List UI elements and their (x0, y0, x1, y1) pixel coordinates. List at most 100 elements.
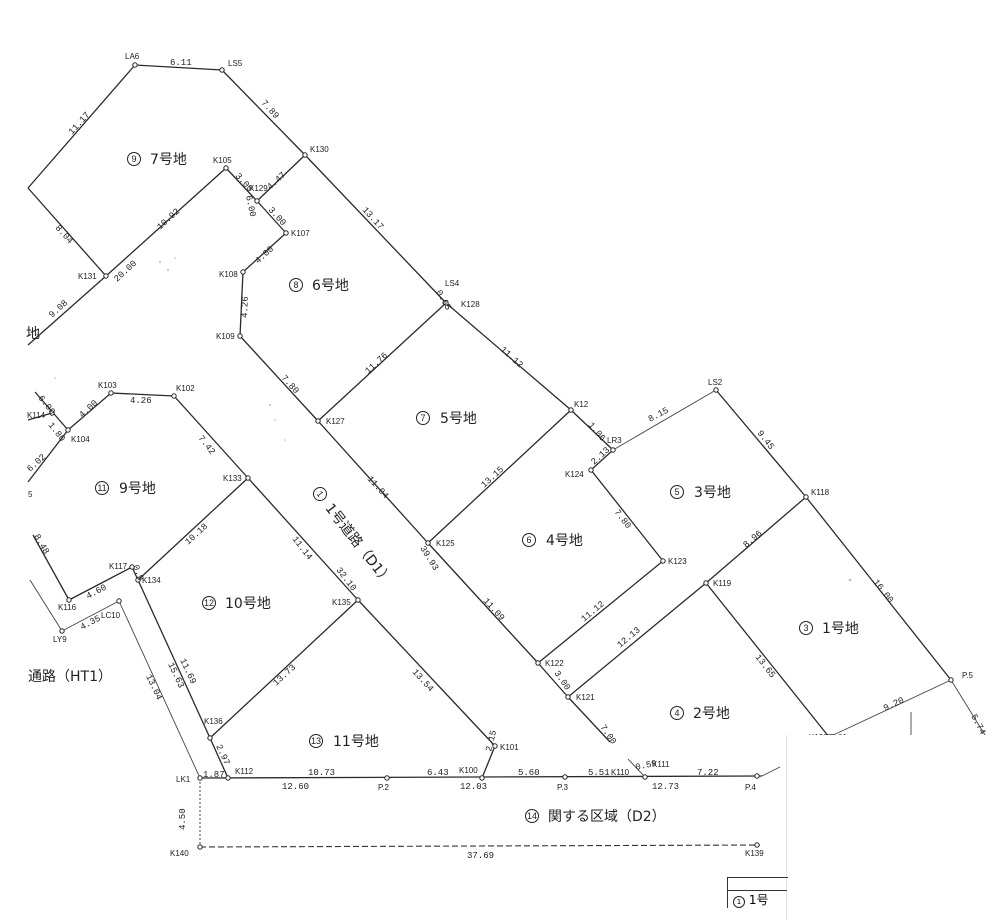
legend-row: 1 1号 (727, 890, 787, 908)
svg-text:11.76: 11.76 (363, 351, 390, 377)
svg-text:4.26: 4.26 (240, 296, 251, 318)
svg-text:4.26: 4.26 (130, 396, 152, 406)
svg-text:4: 4 (674, 708, 679, 718)
svg-text:10号地: 10号地 (225, 596, 271, 612)
svg-text:7.00: 7.00 (598, 723, 619, 746)
svg-text:LA6: LA6 (125, 52, 140, 61)
svg-text:4.00: 4.00 (77, 398, 100, 420)
svg-text:9: 9 (131, 154, 136, 164)
svg-text:2.13: 2.13 (589, 445, 612, 467)
svg-text:10.73: 10.73 (308, 768, 335, 778)
svg-text:12.73: 12.73 (652, 782, 679, 792)
svg-text:4.00: 4.00 (253, 244, 276, 266)
svg-text:K135: K135 (332, 598, 351, 607)
lot-4: 6 4号地 (522, 533, 583, 549)
svg-text:13.73: 13.73 (271, 663, 298, 689)
svg-text:2.97: 2.97 (213, 743, 231, 767)
svg-text:K119: K119 (713, 579, 732, 588)
svg-text:2.15: 2.15 (484, 729, 499, 752)
svg-text:K140: K140 (170, 849, 189, 858)
svg-text:11.09: 11.09 (481, 596, 507, 623)
svg-text:K131: K131 (78, 272, 97, 281)
svg-text:P.5: P.5 (962, 671, 974, 680)
svg-text:K118: K118 (811, 488, 830, 497)
svg-text:37.69: 37.69 (467, 851, 494, 861)
svg-text:13.04: 13.04 (143, 673, 163, 702)
svg-text:6.11: 6.11 (170, 58, 192, 68)
svg-text:P.3: P.3 (557, 783, 569, 792)
svg-text:13.54: 13.54 (410, 667, 436, 694)
svg-text:4.35: 4.35 (79, 614, 103, 633)
partial-text-left: 5 (28, 490, 33, 499)
svg-text:0.59: 0.59 (635, 759, 658, 773)
svg-text:K129: K129 (249, 184, 268, 193)
svg-text:1.06: 1.06 (586, 421, 608, 444)
svg-text:K130: K130 (310, 145, 329, 154)
svg-text:11.12: 11.12 (498, 345, 525, 371)
svg-text:LC10: LC10 (101, 611, 121, 620)
svg-text:K136: K136 (204, 717, 223, 726)
svg-text:K103: K103 (98, 381, 117, 390)
svg-text:関する区域（D2）: 関する区域（D2） (548, 809, 666, 825)
svg-text:11.04: 11.04 (365, 474, 391, 501)
svg-text:11.12: 11.12 (580, 599, 607, 624)
legend-num: 1 (733, 896, 745, 908)
svg-text:1号道路（D1）: 1号道路（D1） (322, 501, 395, 589)
svg-text:K122: K122 (545, 659, 564, 668)
svg-text:8.96: 8.96 (742, 529, 765, 551)
svg-text:K114: K114 (27, 411, 46, 420)
svg-text:K109: K109 (216, 332, 235, 341)
svg-text:LS5: LS5 (228, 59, 243, 68)
svg-text:6: 6 (526, 535, 531, 545)
svg-text:LR3: LR3 (607, 436, 622, 445)
svg-text:5: 5 (674, 487, 679, 497)
scan-noise (54, 257, 852, 582)
svg-text:4.60: 4.60 (85, 583, 109, 602)
svg-text:11.17: 11.17 (67, 110, 93, 137)
svg-text:4号地: 4号地 (546, 533, 583, 549)
svg-text:K116: K116 (58, 603, 77, 612)
svg-text:7: 7 (420, 413, 425, 423)
svg-text:8.48: 8.48 (31, 533, 50, 557)
svg-text:K107: K107 (291, 229, 310, 238)
area-d2: 14 関する区域（D2） (525, 809, 666, 825)
svg-text:7号地: 7号地 (150, 152, 187, 168)
svg-text:13.17: 13.17 (360, 205, 386, 232)
svg-text:K105: K105 (213, 156, 232, 165)
blank-overlay (786, 735, 1000, 920)
svg-text:K102: K102 (176, 384, 195, 393)
svg-text:14: 14 (527, 811, 537, 821)
svg-text:K12: K12 (574, 400, 589, 409)
svg-text:6.43: 6.43 (427, 768, 449, 778)
svg-text:LY9: LY9 (53, 635, 67, 644)
svg-text:K101: K101 (500, 743, 519, 752)
svg-text:13.65: 13.65 (753, 653, 778, 680)
svg-text:LS4: LS4 (445, 279, 460, 288)
svg-text:2号地: 2号地 (693, 706, 730, 722)
svg-text:6号地: 6号地 (312, 278, 349, 294)
legend-text: 1号 (748, 893, 769, 907)
svg-text:K110: K110 (611, 768, 630, 777)
svg-text:1.87: 1.87 (203, 770, 225, 780)
svg-text:12.60: 12.60 (282, 782, 309, 792)
svg-text:5.60: 5.60 (518, 768, 540, 778)
svg-text:6.00: 6.00 (243, 195, 257, 218)
svg-text:K124: K124 (565, 470, 584, 479)
svg-text:K108: K108 (219, 270, 238, 279)
svg-text:3.00: 3.00 (266, 205, 288, 228)
svg-text:K104: K104 (71, 435, 90, 444)
svg-text:5.51: 5.51 (588, 768, 610, 778)
svg-text:3.00: 3.00 (552, 669, 573, 692)
svg-text:8.04: 8.04 (53, 223, 75, 246)
svg-text:K139: K139 (745, 849, 764, 858)
svg-text:20.00: 20.00 (112, 259, 139, 285)
boundary-lines (27, 64, 986, 848)
svg-text:K134: K134 (142, 576, 161, 585)
svg-text:12.03: 12.03 (460, 782, 487, 792)
svg-text:0.9: 0.9 (130, 564, 145, 583)
svg-text:13: 13 (311, 736, 321, 746)
